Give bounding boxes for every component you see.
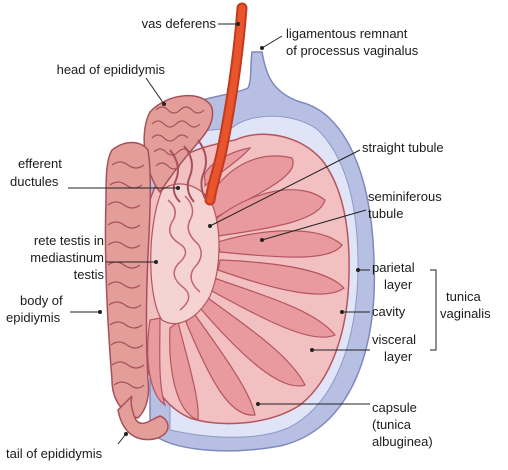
label-efferent-line2: ductules [10,174,59,189]
label-rete-line1: rete testis in [34,233,104,248]
label-capsule-line2: (tunica [372,417,412,432]
label-ligament-line1: ligamentous remnant [286,26,408,41]
label-rete-line3: testis [74,267,105,282]
lobule [209,277,336,338]
leader-lines [68,23,437,445]
label-capsule-line3: albuginea) [372,434,433,449]
lobule [217,259,345,295]
tunica-vaginalis-bracket [430,269,437,351]
dot-vas [236,22,240,26]
label-vas-deferens: vas deferens [142,16,217,31]
leader-dots [98,22,360,436]
label-cavity: cavity [372,304,406,319]
label-visceral-line2: layer [384,349,413,364]
rete-network [167,195,202,311]
lobule [147,317,167,407]
epididymis-body [104,141,152,419]
lobule [217,230,343,258]
label-tunica-line2: vaginalis [440,306,491,321]
efferent-ductules [169,139,207,203]
lobule [169,320,199,421]
label-body-line1: body of [20,293,63,308]
dot-ligament [260,46,264,50]
leader-seminiferous [261,209,367,241]
leader-ligament [261,35,283,49]
label-body-line2: epidiymis [6,310,61,325]
dot-seminiferous [260,238,264,242]
epididymis-head-coils [151,106,205,170]
dot-straight [208,224,212,228]
epididymis-tail [117,395,169,441]
lobule [211,189,326,237]
label-parietal-line2: layer [384,277,413,292]
label-tail-epididymis: tail of epididymis [6,446,103,461]
label-seminiferous-line2: tubule [368,206,403,221]
label-visceral-line1: visceral [372,332,416,347]
lobule [199,295,306,387]
dot-parietal [356,268,360,272]
label-efferent-line1: efferent [18,156,62,171]
lobule [185,310,256,416]
dot-tail [124,432,128,436]
vas-deferens-highlight [206,4,246,204]
leader-straight-tubule [209,149,361,227]
label-capsule-line1: capsule [372,400,417,415]
dot-efferent [176,186,180,190]
dot-head [162,102,166,106]
label-seminiferous-line1: seminiferous [368,189,442,204]
dot-body [98,310,102,314]
leader-head-epididymis [145,77,165,105]
dot-capsule [256,402,260,406]
labels: vas deferens ligamentous remnant of proc… [6,16,491,461]
label-rete-line2: mediastinum [30,250,104,265]
seminiferous-lobules [147,147,345,421]
label-straight-tubule: straight tubule [362,140,444,155]
label-parietal-line1: parietal [372,260,415,275]
label-head-epididymis: head of epididymis [57,62,166,77]
dot-visceral [310,348,314,352]
dot-cavity [340,310,344,314]
leader-tail-epididymis [117,433,127,445]
label-tunica-line1: tunica [446,289,481,304]
label-ligament-line2: of processus vaginalus [286,43,419,58]
dot-rete [154,260,158,264]
epididymis-body-coils [107,161,145,389]
